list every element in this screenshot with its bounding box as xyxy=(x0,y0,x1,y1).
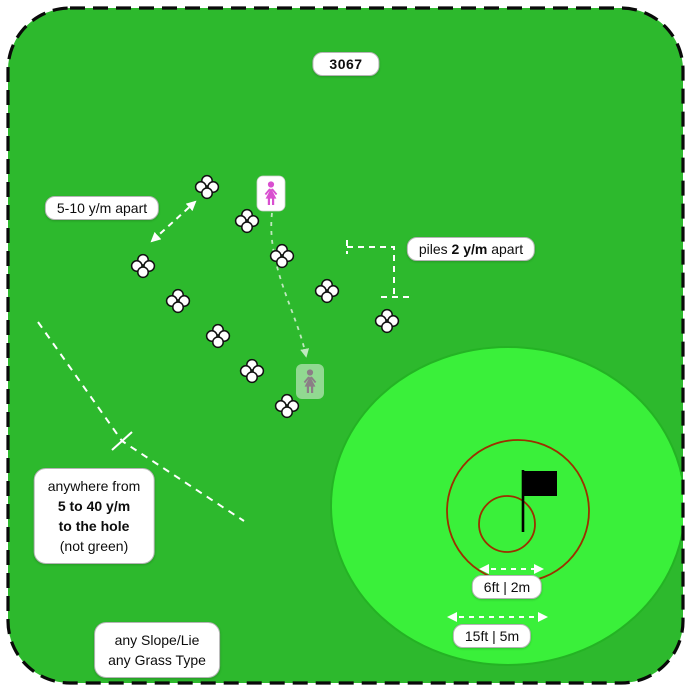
spacing-label: 5-10 y/m apart xyxy=(44,196,160,220)
distance-note-line1: anywhere from xyxy=(47,478,141,494)
spacing-arrow xyxy=(150,200,197,243)
outer-ring-distance-label: 15ft | 5m xyxy=(452,624,532,648)
distance-note-line4: (not green) xyxy=(59,538,129,554)
distance-note-line3: to the hole xyxy=(58,518,130,534)
field-border xyxy=(6,6,685,685)
ghost-golfer-icon xyxy=(296,364,324,399)
conditions-note: any Slope/Lie any Grass Type xyxy=(94,622,220,678)
golfer-icon xyxy=(256,175,286,212)
conditions-note-line1: any Slope/Lie xyxy=(114,632,200,648)
distance-tick xyxy=(111,431,133,451)
conditions-note-line2: any Grass Type xyxy=(108,652,206,668)
piles-bracket xyxy=(346,240,409,298)
piles-label-suffix: apart xyxy=(491,241,524,257)
piles-label: piles 2 y/m apart xyxy=(406,237,536,261)
inner-ring-distance-label: 6ft | 2m xyxy=(471,575,543,599)
flag-icon xyxy=(521,470,557,532)
inner-ring xyxy=(478,495,536,553)
measurement-lines xyxy=(37,200,548,622)
distance-note-line2: 5 to 40 y/m xyxy=(57,498,131,514)
piles-label-value: 2 y/m xyxy=(451,241,488,257)
putting-green xyxy=(330,346,683,666)
piles-label-prefix: piles xyxy=(418,241,448,257)
distance-note: anywhere from 5 to 40 y/m to the hole (n… xyxy=(33,468,155,564)
drill-number-badge: 3067 xyxy=(312,52,380,76)
